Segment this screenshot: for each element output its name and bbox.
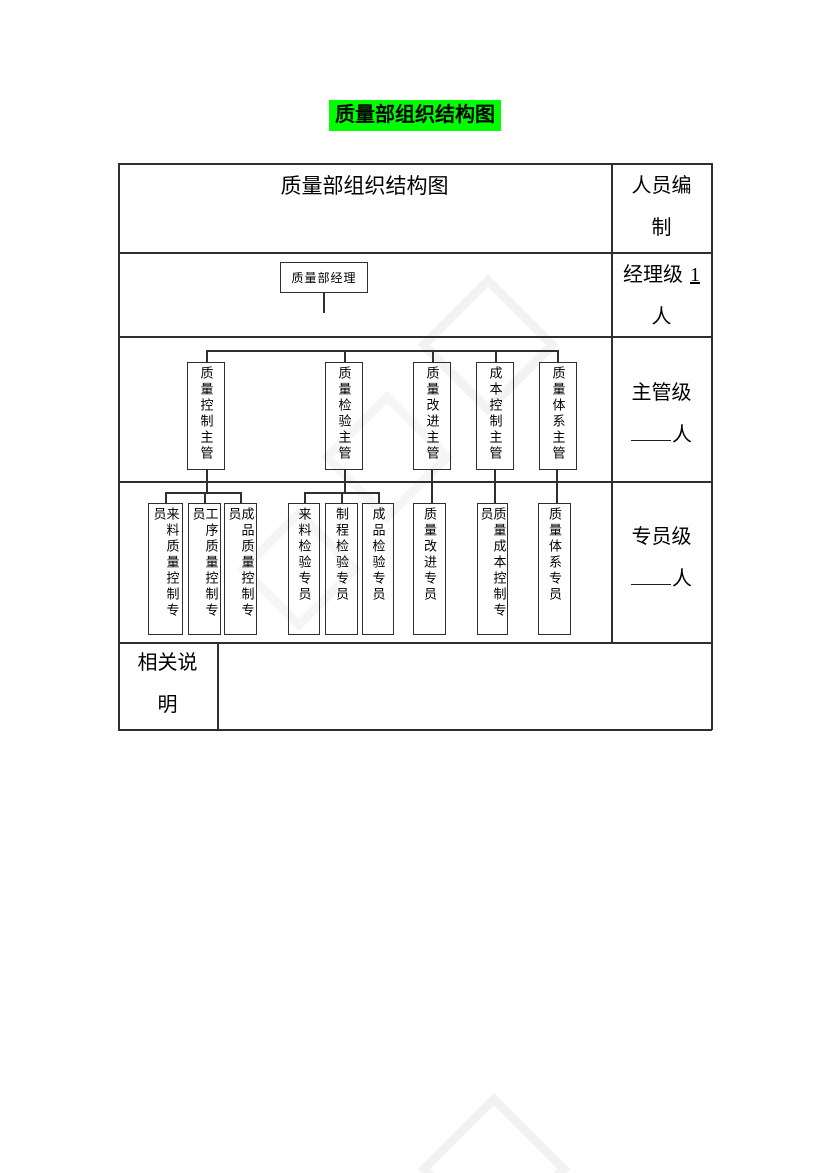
connector-stub (204, 492, 206, 503)
org-box-supervisor: 成本控制主管 (476, 362, 514, 470)
org-box-specialist: 质量成本控制专员 (477, 503, 508, 635)
org-box-specialist: 来料质量控制专员 (148, 503, 183, 635)
page-title: 质量部组织结构图 (329, 100, 501, 131)
org-box-supervisor: 质量检验主管 (325, 362, 363, 470)
supervisor-label: 质量检验主管 (336, 366, 352, 462)
supervisor-level-cell: 主管级 人 (611, 336, 712, 481)
connector-manager-stub (323, 293, 325, 313)
watermark-diamond (417, 1092, 571, 1173)
table-border-row3 (118, 481, 712, 483)
connector-stub (557, 350, 559, 362)
connector-stub (432, 350, 434, 362)
connector-stub (495, 350, 497, 362)
table-border-left (118, 163, 120, 730)
notes-label-line1: 相关说 (137, 652, 198, 674)
specialist-label: 质量体系专员 (547, 507, 562, 603)
specialist-level-line2: 人 (631, 558, 692, 600)
manager-level-line1: 经理级 1 (623, 254, 700, 296)
blank-underscore (631, 422, 671, 441)
supervisor-level-label: 主管级 (631, 382, 692, 404)
specialist-label: 工序质量控制专员 (190, 507, 219, 619)
supervisor-level-line2: 人 (631, 414, 692, 456)
table-border-top (118, 163, 712, 165)
specialist-level-suffix: 人 (672, 568, 692, 590)
org-box-manager-label: 质量部经理 (291, 271, 357, 285)
connector-branch1 (206, 470, 208, 492)
specialist-label: 成品检验专员 (370, 507, 386, 603)
specialist-label: 来料质量控制专员 (151, 507, 180, 619)
connector-stub (240, 492, 242, 503)
org-box-supervisor: 质量控制主管 (187, 362, 225, 470)
org-box-specialist: 质量体系专员 (538, 503, 571, 635)
table-divider-staffing-col (611, 163, 613, 642)
table-chart-title: 质量部组织结构图 (280, 174, 449, 198)
org-box-supervisor: 质量改进主管 (413, 362, 451, 470)
supervisor-level-suffix: 人 (672, 424, 692, 446)
connector-stub (341, 492, 343, 503)
notes-content-cell (217, 642, 712, 729)
connector-stub (304, 492, 306, 503)
staffing-header-cell: 人员编 制 (611, 163, 712, 252)
table-border-bottom (118, 729, 712, 731)
specialist-label: 来料检验专员 (296, 507, 312, 603)
table-border-row1 (118, 252, 712, 254)
org-box-specialist: 工序质量控制专员 (188, 503, 221, 635)
notes-label-cell: 相关说 明 (118, 642, 217, 729)
connector-stub (344, 350, 346, 362)
blank-underscore (631, 566, 671, 585)
connector-branch5 (556, 470, 558, 503)
supervisor-label: 质量控制主管 (198, 366, 214, 462)
manager-level-count: 1 (690, 264, 700, 286)
connector-stub (378, 492, 380, 503)
connector-branch2 (344, 470, 346, 492)
supervisor-label: 质量改进主管 (424, 366, 440, 462)
specialist-label: 成品质量控制专员 (226, 507, 255, 619)
specialist-label: 质量改进专员 (422, 507, 437, 603)
org-box-specialist: 制程检验专员 (325, 503, 358, 635)
staffing-header-line2: 制 (651, 217, 672, 239)
org-box-specialist: 成品质量控制专员 (224, 503, 257, 635)
manager-level-suffix: 人 (651, 306, 672, 328)
supervisor-label: 成本控制主管 (487, 366, 503, 462)
org-box-specialist: 成品检验专员 (362, 503, 394, 635)
org-box-specialist: 来料检验专员 (288, 503, 320, 635)
supervisor-label: 质量体系主管 (550, 366, 566, 462)
connector-supervisor-bracket (206, 350, 558, 352)
connector-stub (206, 350, 208, 362)
org-box-specialist: 质量改进专员 (413, 503, 446, 635)
connector-branch3 (431, 470, 433, 503)
manager-level-label: 经理级 (623, 264, 683, 286)
table-border-row2 (118, 336, 712, 338)
table-border-right (711, 163, 713, 730)
notes-label-line2: 明 (157, 694, 178, 716)
specialist-label: 制程检验专员 (334, 507, 349, 603)
connector-branch4 (494, 470, 496, 503)
connector-stub (165, 492, 167, 503)
connector-bracket-branch1 (165, 492, 241, 494)
org-box-manager: 质量部经理 (280, 262, 368, 293)
table-border-row4 (118, 642, 712, 644)
specialist-level-cell: 专员级 人 (611, 481, 712, 642)
specialist-label: 质量成本控制专员 (478, 507, 507, 619)
specialist-level-label: 专员级 (631, 526, 692, 548)
manager-level-cell: 经理级 1 人 (611, 252, 712, 336)
table-divider-notes (217, 642, 219, 729)
staffing-header-line1: 人员编 (631, 175, 692, 197)
document-title-wrap: 质量部组织结构图 (0, 100, 830, 131)
org-box-supervisor: 质量体系主管 (539, 362, 577, 470)
